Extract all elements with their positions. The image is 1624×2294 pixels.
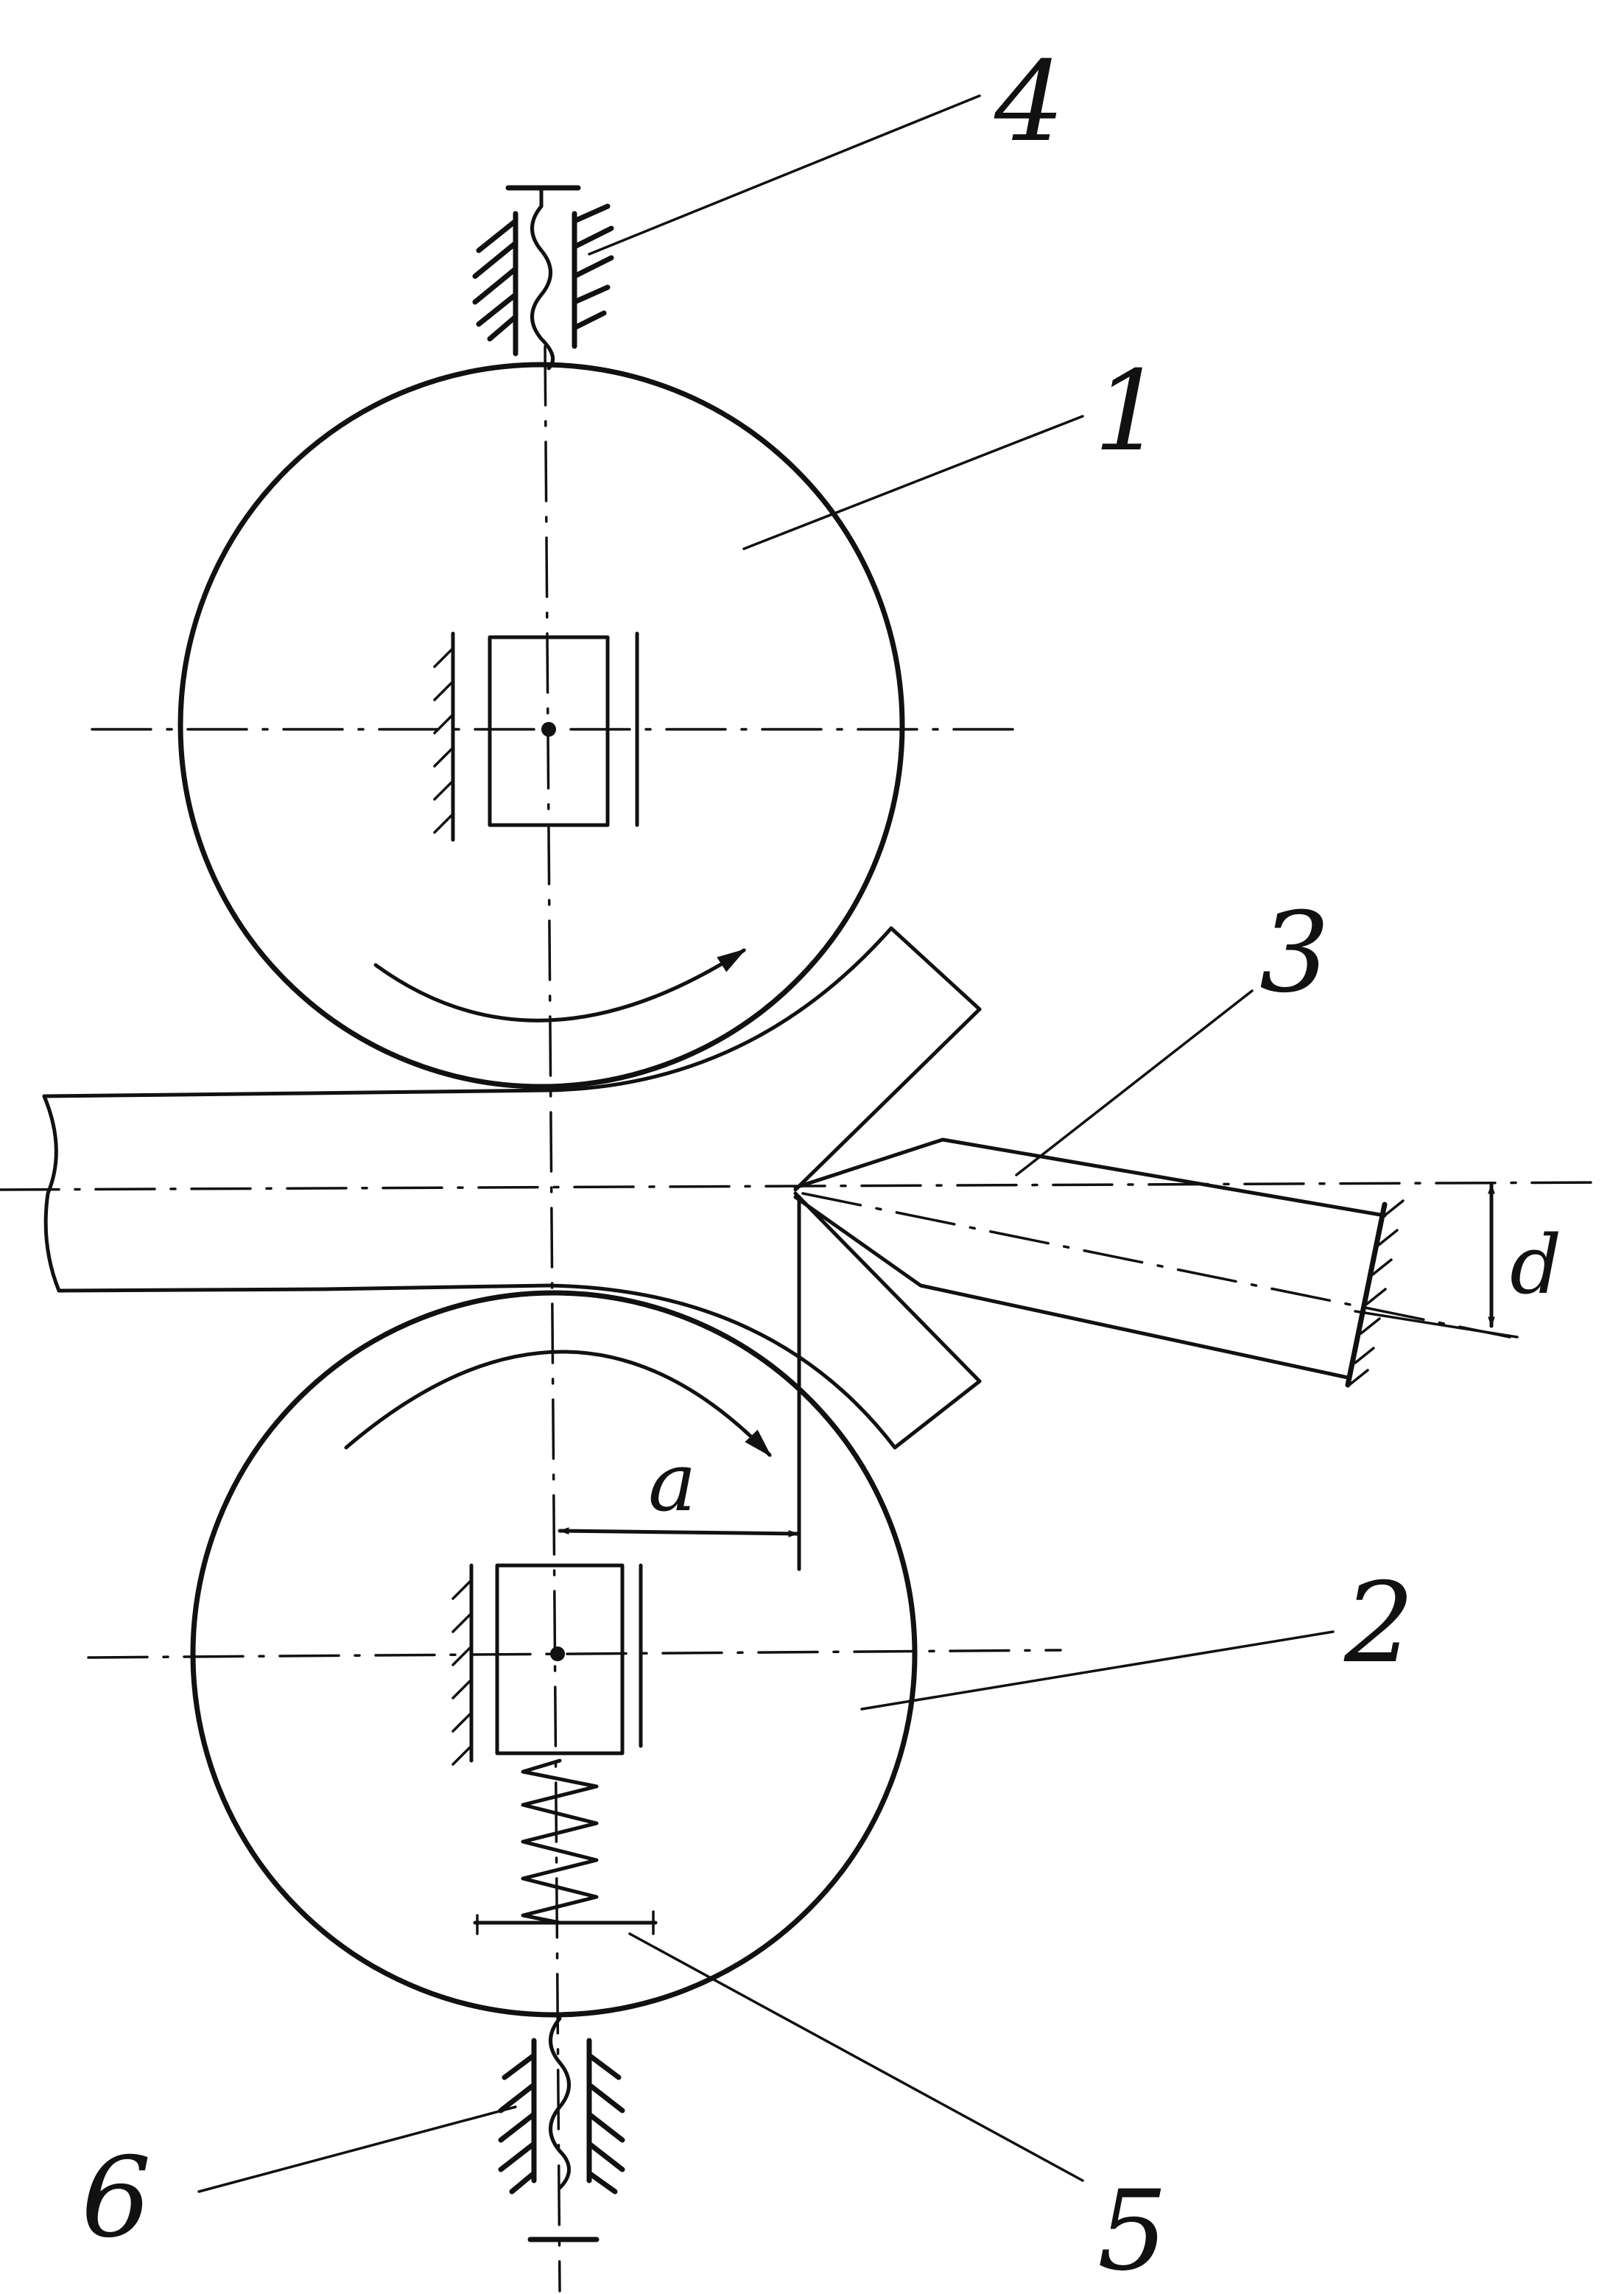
knife-mount-wall xyxy=(1345,1202,1388,1388)
knife-top-edge xyxy=(793,1137,1387,1218)
upper-roll-guide-hatching xyxy=(433,647,454,834)
dimension-a: a xyxy=(558,1195,801,1571)
leader-line-5 xyxy=(628,1932,1084,2182)
upper-branch-top-edge xyxy=(889,926,982,1011)
lower-screw-housing-right xyxy=(586,2038,625,2195)
strip-bottom-edge xyxy=(57,1283,551,1293)
lower-roll-rotation-arrow xyxy=(344,1350,772,1457)
dimension-d-label: d xyxy=(1510,1218,1561,1312)
upper-screw-thread xyxy=(530,204,555,371)
lower-screw-thread xyxy=(549,2016,571,2190)
upper-screw-housing-left xyxy=(472,211,519,357)
upper-roll-bearing-block xyxy=(488,635,610,827)
lower-roll-guide-hatching xyxy=(451,1579,473,1766)
upper-roll-center xyxy=(541,722,556,737)
upper-adjusting-screw xyxy=(472,185,614,371)
dimension-d: d xyxy=(1354,1182,1561,1339)
upper-branch-outer-edge xyxy=(546,926,893,1092)
leader-line-4 xyxy=(588,94,981,256)
label-part-1: 1 xyxy=(1094,348,1164,476)
upper-screw-housing-right xyxy=(572,203,614,349)
knife-center-line xyxy=(801,1192,1511,1339)
strip-centerline xyxy=(0,1181,1607,1191)
lower-roll-center xyxy=(550,1646,565,1661)
upper-branch-inner-edge xyxy=(793,1007,982,1192)
upper-roll-rotation-arrow xyxy=(373,948,747,1023)
lower-adjusting-screw xyxy=(498,2016,625,2242)
workpiece-strip xyxy=(42,926,982,1450)
splitting-knife xyxy=(793,1137,1511,1388)
knife-mount-hatching xyxy=(1348,1199,1405,1386)
lower-roll xyxy=(87,1290,1062,2018)
label-part-3: 3 xyxy=(1259,889,1329,1017)
spring-assembly xyxy=(473,1758,658,1935)
vertical-axis-line xyxy=(544,345,561,2293)
label-part-5: 5 xyxy=(1097,2167,1167,2294)
lower-branch-end-edge xyxy=(893,1379,982,1450)
leader-line-3 xyxy=(1015,989,1254,1176)
lower-branch-outer-edge xyxy=(546,1283,897,1450)
strip-top-edge xyxy=(42,1088,551,1098)
compression-spring xyxy=(521,1758,599,1925)
leader-line-1 xyxy=(742,415,1084,550)
dimension-a-line xyxy=(558,1527,800,1537)
knife-bottom-edge xyxy=(793,1195,1350,1380)
label-part-6: 6 xyxy=(81,2134,151,2262)
lower-roll-outline xyxy=(190,1290,918,2018)
label-part-4: 4 xyxy=(994,38,1064,166)
strip-left-break xyxy=(42,1094,61,1293)
lower-branch-inner-edge xyxy=(793,1191,982,1383)
upper-roll xyxy=(91,362,1018,1090)
lower-screw-housing-left xyxy=(498,2038,537,2195)
leader-line-2 xyxy=(860,1630,1335,1711)
leader-line-6 xyxy=(197,2105,517,2193)
upper-roll-outline xyxy=(177,362,905,1090)
lower-roll-bearing-block xyxy=(495,1563,625,1755)
label-part-2: 2 xyxy=(1343,1560,1414,1688)
dimension-a-label: a xyxy=(648,1435,697,1529)
dimension-d-extension xyxy=(1354,1310,1519,1339)
lower-roll-horizontal-axis xyxy=(87,1649,1062,1659)
